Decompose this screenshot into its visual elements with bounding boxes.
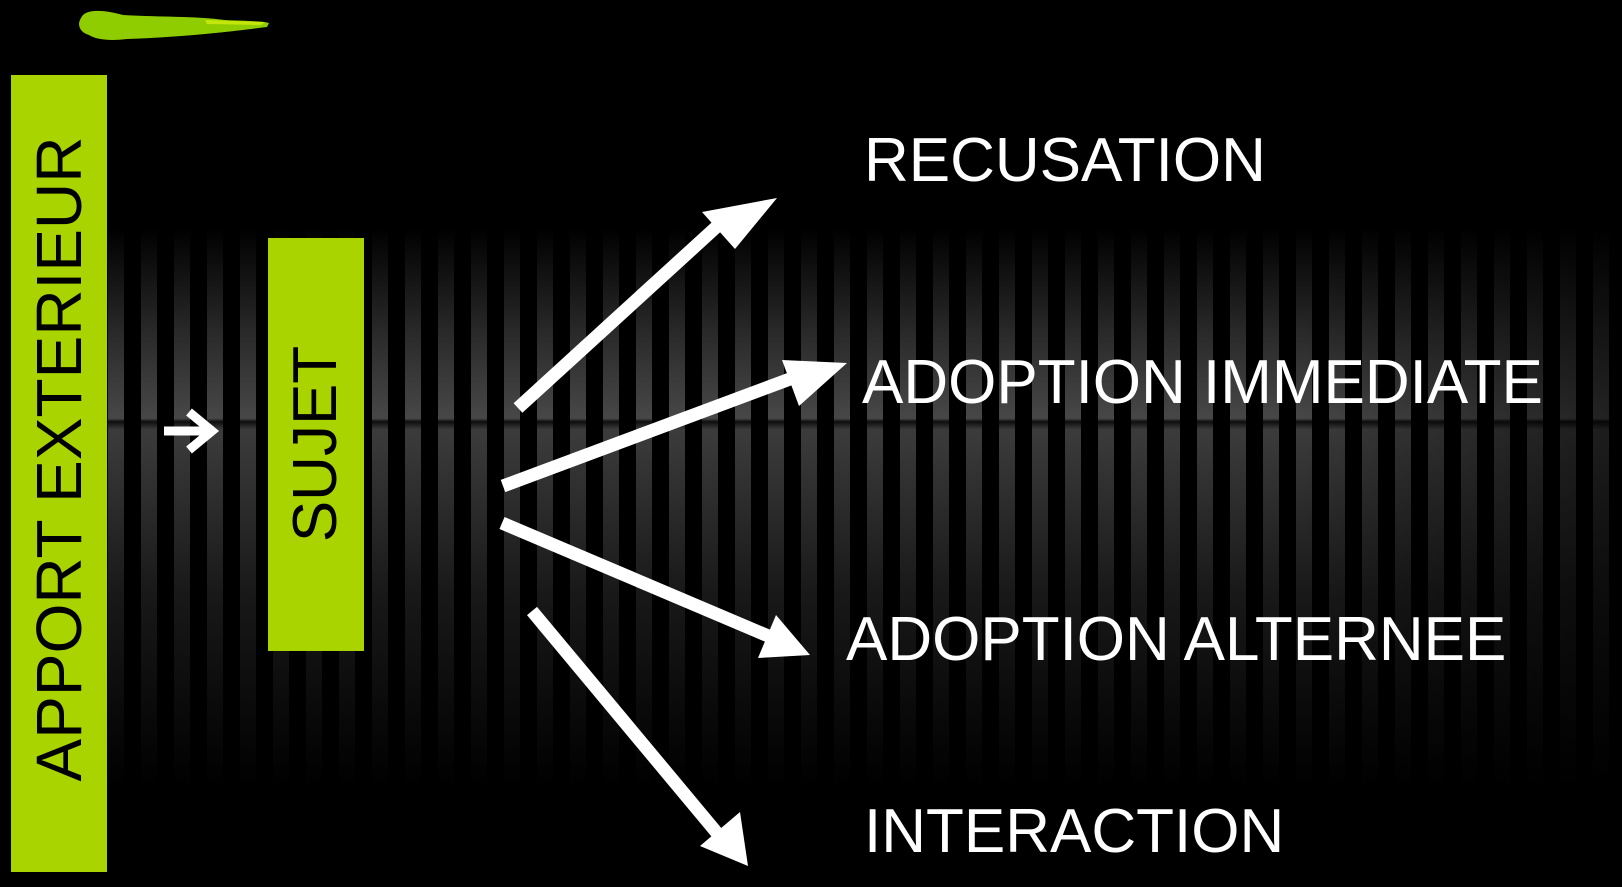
outcome-recusation: RECUSATION [864, 126, 1266, 195]
outcome-adoption-immediate: ADOPTION IMMEDIATE [862, 348, 1543, 417]
outcome-interaction: INTERACTION [864, 797, 1285, 866]
brush-stroke-logo [79, 10, 269, 40]
source-box [11, 75, 107, 872]
outcome-adoption-alternee: ADOPTION ALTERNEE [846, 605, 1507, 674]
arrow-to-adoption-alternee [499, 517, 810, 658]
arrow-to-recusation [513, 198, 777, 413]
arrow-to-adoption-immediate [500, 360, 847, 493]
subject-box [268, 238, 364, 651]
background-fade [1300, 228, 1622, 788]
right-arrow-icon [164, 408, 220, 454]
arrow-to-interaction [527, 606, 748, 866]
